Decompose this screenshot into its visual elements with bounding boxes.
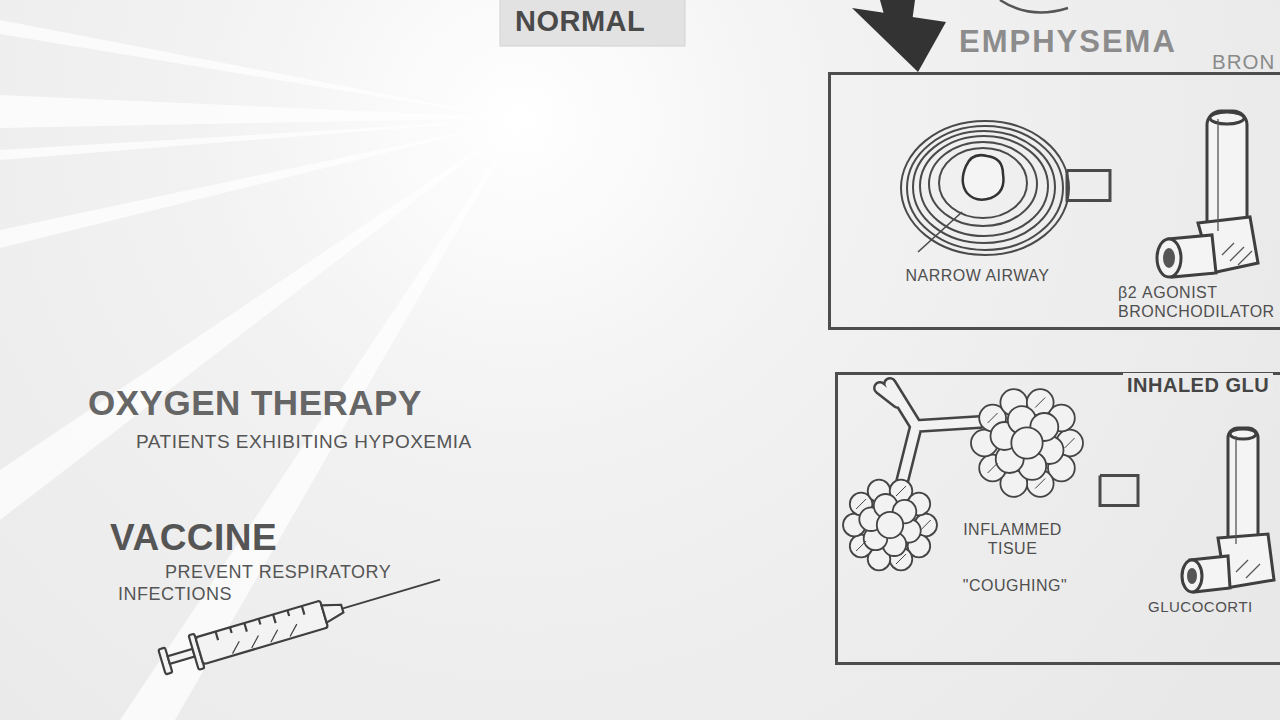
drawing-stroke bbox=[988, 413, 998, 423]
drawing-stroke bbox=[287, 610, 289, 616]
drawing-stroke bbox=[907, 126, 1063, 250]
caption-text: NARROW AIRWAY bbox=[890, 266, 1065, 285]
drawing-stroke bbox=[259, 619, 261, 625]
drawing-stroke bbox=[0, 120, 520, 248]
drawing-stroke bbox=[901, 121, 1069, 255]
illustration-node: NARROW AIRWAY bbox=[890, 100, 1065, 290]
drawing-stroke bbox=[1235, 436, 1236, 544]
drawing-stroke bbox=[230, 641, 242, 653]
hollow-arrow-bar bbox=[1100, 475, 1138, 505]
drawing-stroke bbox=[880, 384, 980, 482]
drawing-stroke bbox=[195, 601, 328, 665]
normal-panel bbox=[500, 0, 685, 46]
drawing-stroke bbox=[1210, 112, 1244, 124]
illustration-node: β2 AGONIST BRONCHODILATOR bbox=[1112, 105, 1277, 325]
hollow-arrow-bar bbox=[1067, 171, 1110, 201]
drawing-stroke bbox=[1157, 111, 1258, 277]
drawing-stroke bbox=[1217, 119, 1218, 231]
drawing-stroke bbox=[843, 480, 937, 571]
treatment-title: VACCINE bbox=[110, 516, 277, 560]
drawing-stroke bbox=[168, 649, 195, 664]
drawing-stroke bbox=[0, 119, 520, 160]
drawing-stroke bbox=[342, 580, 440, 609]
panel-heading: EMPHYSEMA bbox=[959, 23, 1177, 60]
drawing-stroke bbox=[963, 155, 1004, 200]
drawing-stroke bbox=[1230, 429, 1256, 439]
drawing-stroke bbox=[1230, 247, 1244, 261]
caption-text: GLUCOCORTI bbox=[1148, 598, 1274, 616]
drawing-stroke bbox=[918, 212, 962, 252]
treatment-panel: EMPHYSEMANARROW AIRWAYβ2 AGONIST BRONCHO… bbox=[828, 72, 1280, 330]
caption-text: "COUGHING" bbox=[955, 576, 1075, 595]
drawing-stroke bbox=[1222, 243, 1234, 255]
drawing-stroke bbox=[1182, 560, 1202, 592]
drawing-stroke bbox=[913, 131, 1055, 243]
drawing-stroke bbox=[920, 136, 1048, 236]
drawing-stroke bbox=[1246, 564, 1260, 578]
drawing-stroke bbox=[1163, 248, 1175, 268]
drawing-stroke bbox=[230, 627, 232, 633]
drawing-stroke bbox=[1238, 251, 1252, 265]
heading-label: NORMAL bbox=[515, 4, 645, 39]
airway-illustration bbox=[890, 100, 1065, 290]
drawing-stroke bbox=[0, 120, 520, 520]
drawing-stroke bbox=[0, 20, 520, 120]
drawing-stroke bbox=[1157, 239, 1181, 277]
drawing-stroke bbox=[287, 624, 299, 636]
drawing-stroke bbox=[856, 541, 866, 551]
drawing-stroke bbox=[896, 486, 906, 496]
drawing-stroke bbox=[249, 636, 261, 648]
caption-text: INFLAMMED TISUE bbox=[945, 520, 1080, 558]
drawing-stroke bbox=[1065, 438, 1075, 448]
note-text: PREVENT RESPIRATORY INFECTIONS bbox=[118, 562, 418, 605]
drawing-stroke bbox=[1236, 436, 1260, 578]
pointer-arrow bbox=[852, 0, 946, 72]
treatment-panel: INHALED GLU INFLAMMED TISUE "COUGHING" GLUC… bbox=[835, 372, 1280, 665]
drawing-stroke bbox=[1035, 479, 1045, 489]
treatment-title: OXYGEN THERAPY bbox=[88, 382, 422, 424]
drawing-stroke bbox=[321, 600, 344, 623]
drawing-stroke bbox=[921, 520, 931, 530]
drawing-stroke bbox=[1182, 428, 1274, 592]
drawing-stroke bbox=[896, 554, 906, 564]
illustration-node: INFLAMMED TISUE "COUGHING" bbox=[840, 380, 1098, 615]
drawing-stroke bbox=[856, 499, 866, 509]
drawing-stroke bbox=[1236, 560, 1248, 572]
illustration-node: GLUCOCORTI bbox=[1140, 420, 1276, 620]
drawing-stroke bbox=[971, 389, 1083, 497]
drawing-stroke bbox=[0, 95, 520, 128]
drawing-stroke bbox=[877, 512, 903, 538]
drawing-stroke bbox=[244, 623, 247, 632]
drawing-stroke bbox=[929, 142, 1037, 226]
caption-text: β2 AGONIST BRONCHODILATOR bbox=[1118, 283, 1276, 321]
panel-heading: INHALED GLU bbox=[1123, 373, 1273, 397]
drawing-stroke bbox=[302, 606, 305, 615]
inhaler-illustration bbox=[1140, 420, 1276, 620]
drawing-stroke bbox=[273, 614, 276, 623]
drawing-stroke bbox=[1187, 568, 1197, 584]
drawing-stroke bbox=[216, 632, 219, 641]
drawing-stroke bbox=[852, 8, 946, 72]
drawing-stroke bbox=[1228, 428, 1258, 550]
drawing-stroke bbox=[939, 148, 1027, 218]
drawing-stroke bbox=[880, 384, 980, 482]
lung-outline-fragment bbox=[1000, 0, 1068, 13]
light-streaks bbox=[0, 20, 520, 720]
drawing-stroke bbox=[1011, 427, 1042, 458]
drawing-stroke bbox=[988, 463, 998, 473]
drawing-stroke bbox=[1218, 119, 1252, 265]
heading-label: BRON bbox=[1212, 50, 1275, 75]
drawing-stroke bbox=[880, 384, 980, 482]
drawing-stroke bbox=[268, 630, 280, 642]
drawing-stroke bbox=[1035, 398, 1045, 408]
note-text: PATIENTS EXHIBITING HYPOXEMIA bbox=[136, 431, 472, 454]
drawing-stroke bbox=[901, 121, 1069, 255]
